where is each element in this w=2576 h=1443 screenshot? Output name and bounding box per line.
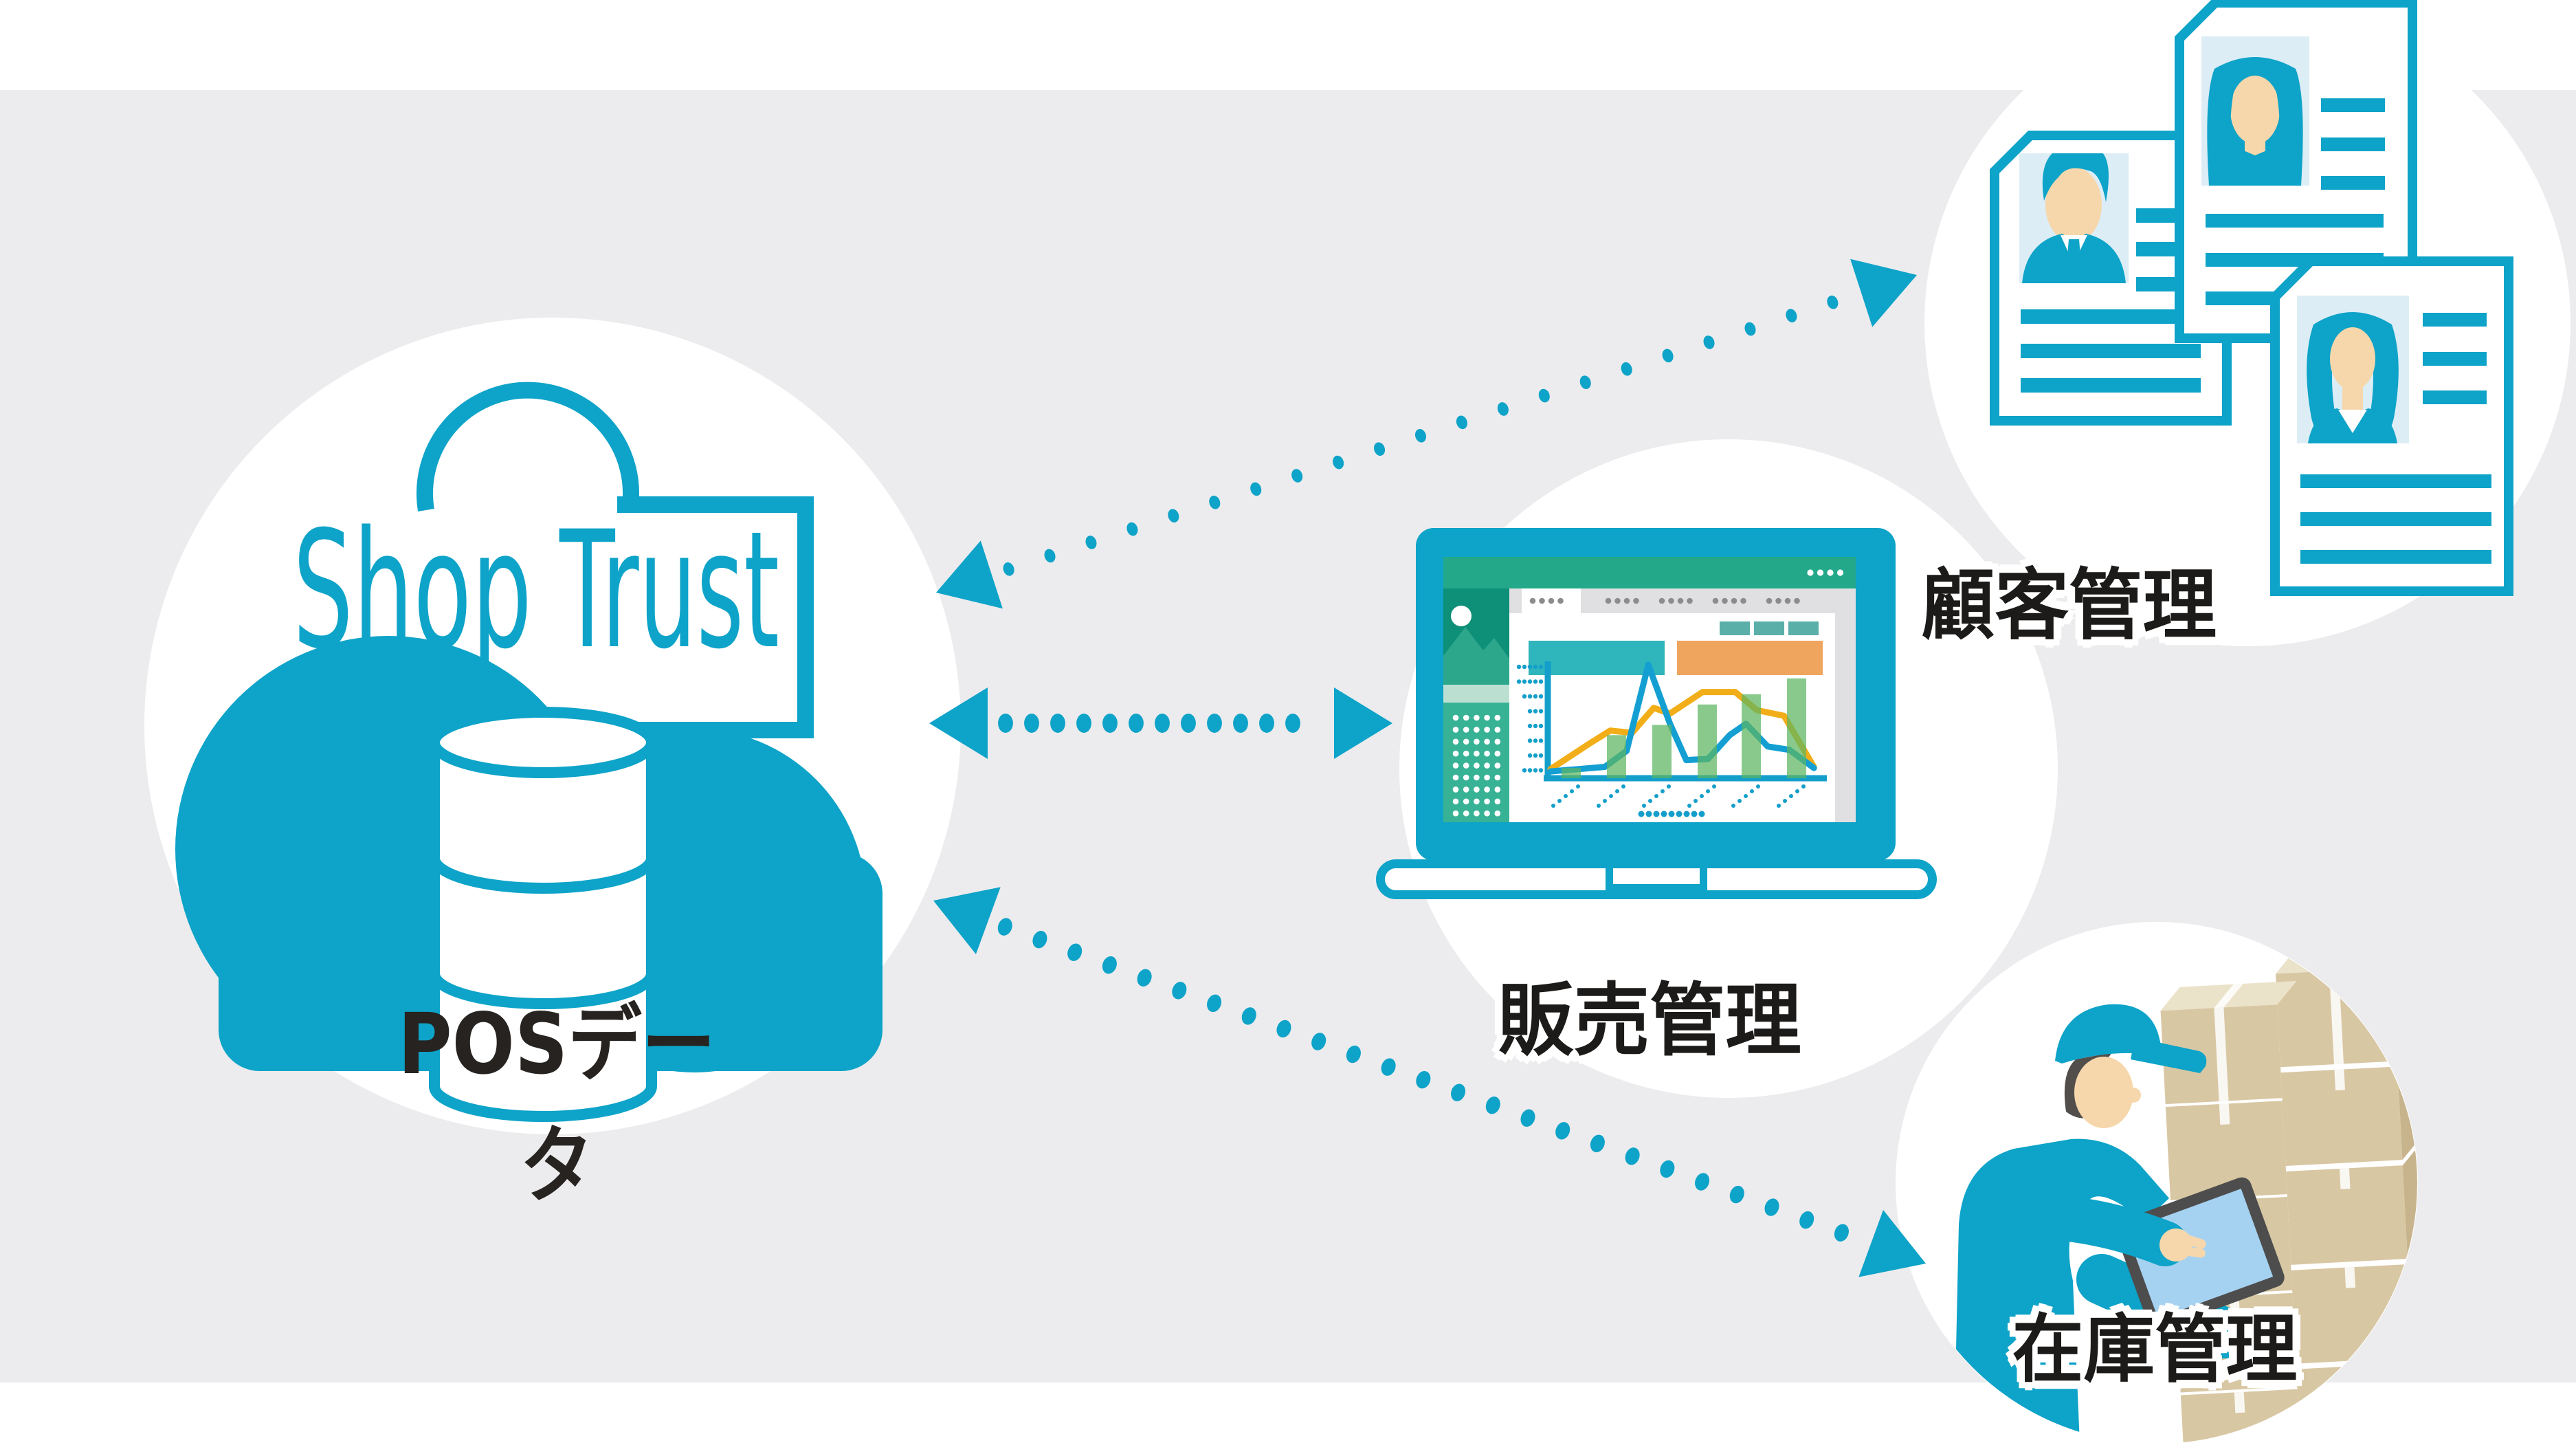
sales-label: 販売管理 [1498,975,1801,1067]
man-tie [2066,239,2082,283]
pos-data-caption: POSデータ [398,995,715,1215]
topbar-dots [1807,569,1844,576]
sales-dashboard-chart [1516,621,1827,817]
cloud-database-icon [175,636,882,1122]
inventory-scene [1954,944,2417,1443]
laptop-base-notch [1606,868,1707,892]
app-tabbar [1522,588,1800,613]
profile-card-man [1990,131,2232,426]
man-hair [2042,153,2109,202]
inventory-label: 在庫管理 [2012,1307,2298,1393]
app-topbar [1443,557,1856,588]
woman-shoulders [2212,150,2298,186]
worker-body [1954,1138,2169,1443]
worker-icon [1954,1004,2285,1443]
logo-word-trust: Trust [559,497,779,685]
profile-card-woman-wavy-hair [2270,256,2513,596]
bag-handle-arc [417,382,639,511]
woman2-hair [2307,312,2399,443]
customer-cards [1990,0,2513,596]
customer-label: 顧客管理 [1920,561,2217,650]
card-text-lines [2300,313,2491,564]
worker-upper-arm [2046,1196,2188,1266]
sidebar-content [1443,588,1509,817]
database-icon [429,707,657,1122]
worker-face [2074,1057,2133,1128]
worker-cap-brim [2131,1037,2207,1073]
worker-hand-lower [2226,1324,2263,1361]
